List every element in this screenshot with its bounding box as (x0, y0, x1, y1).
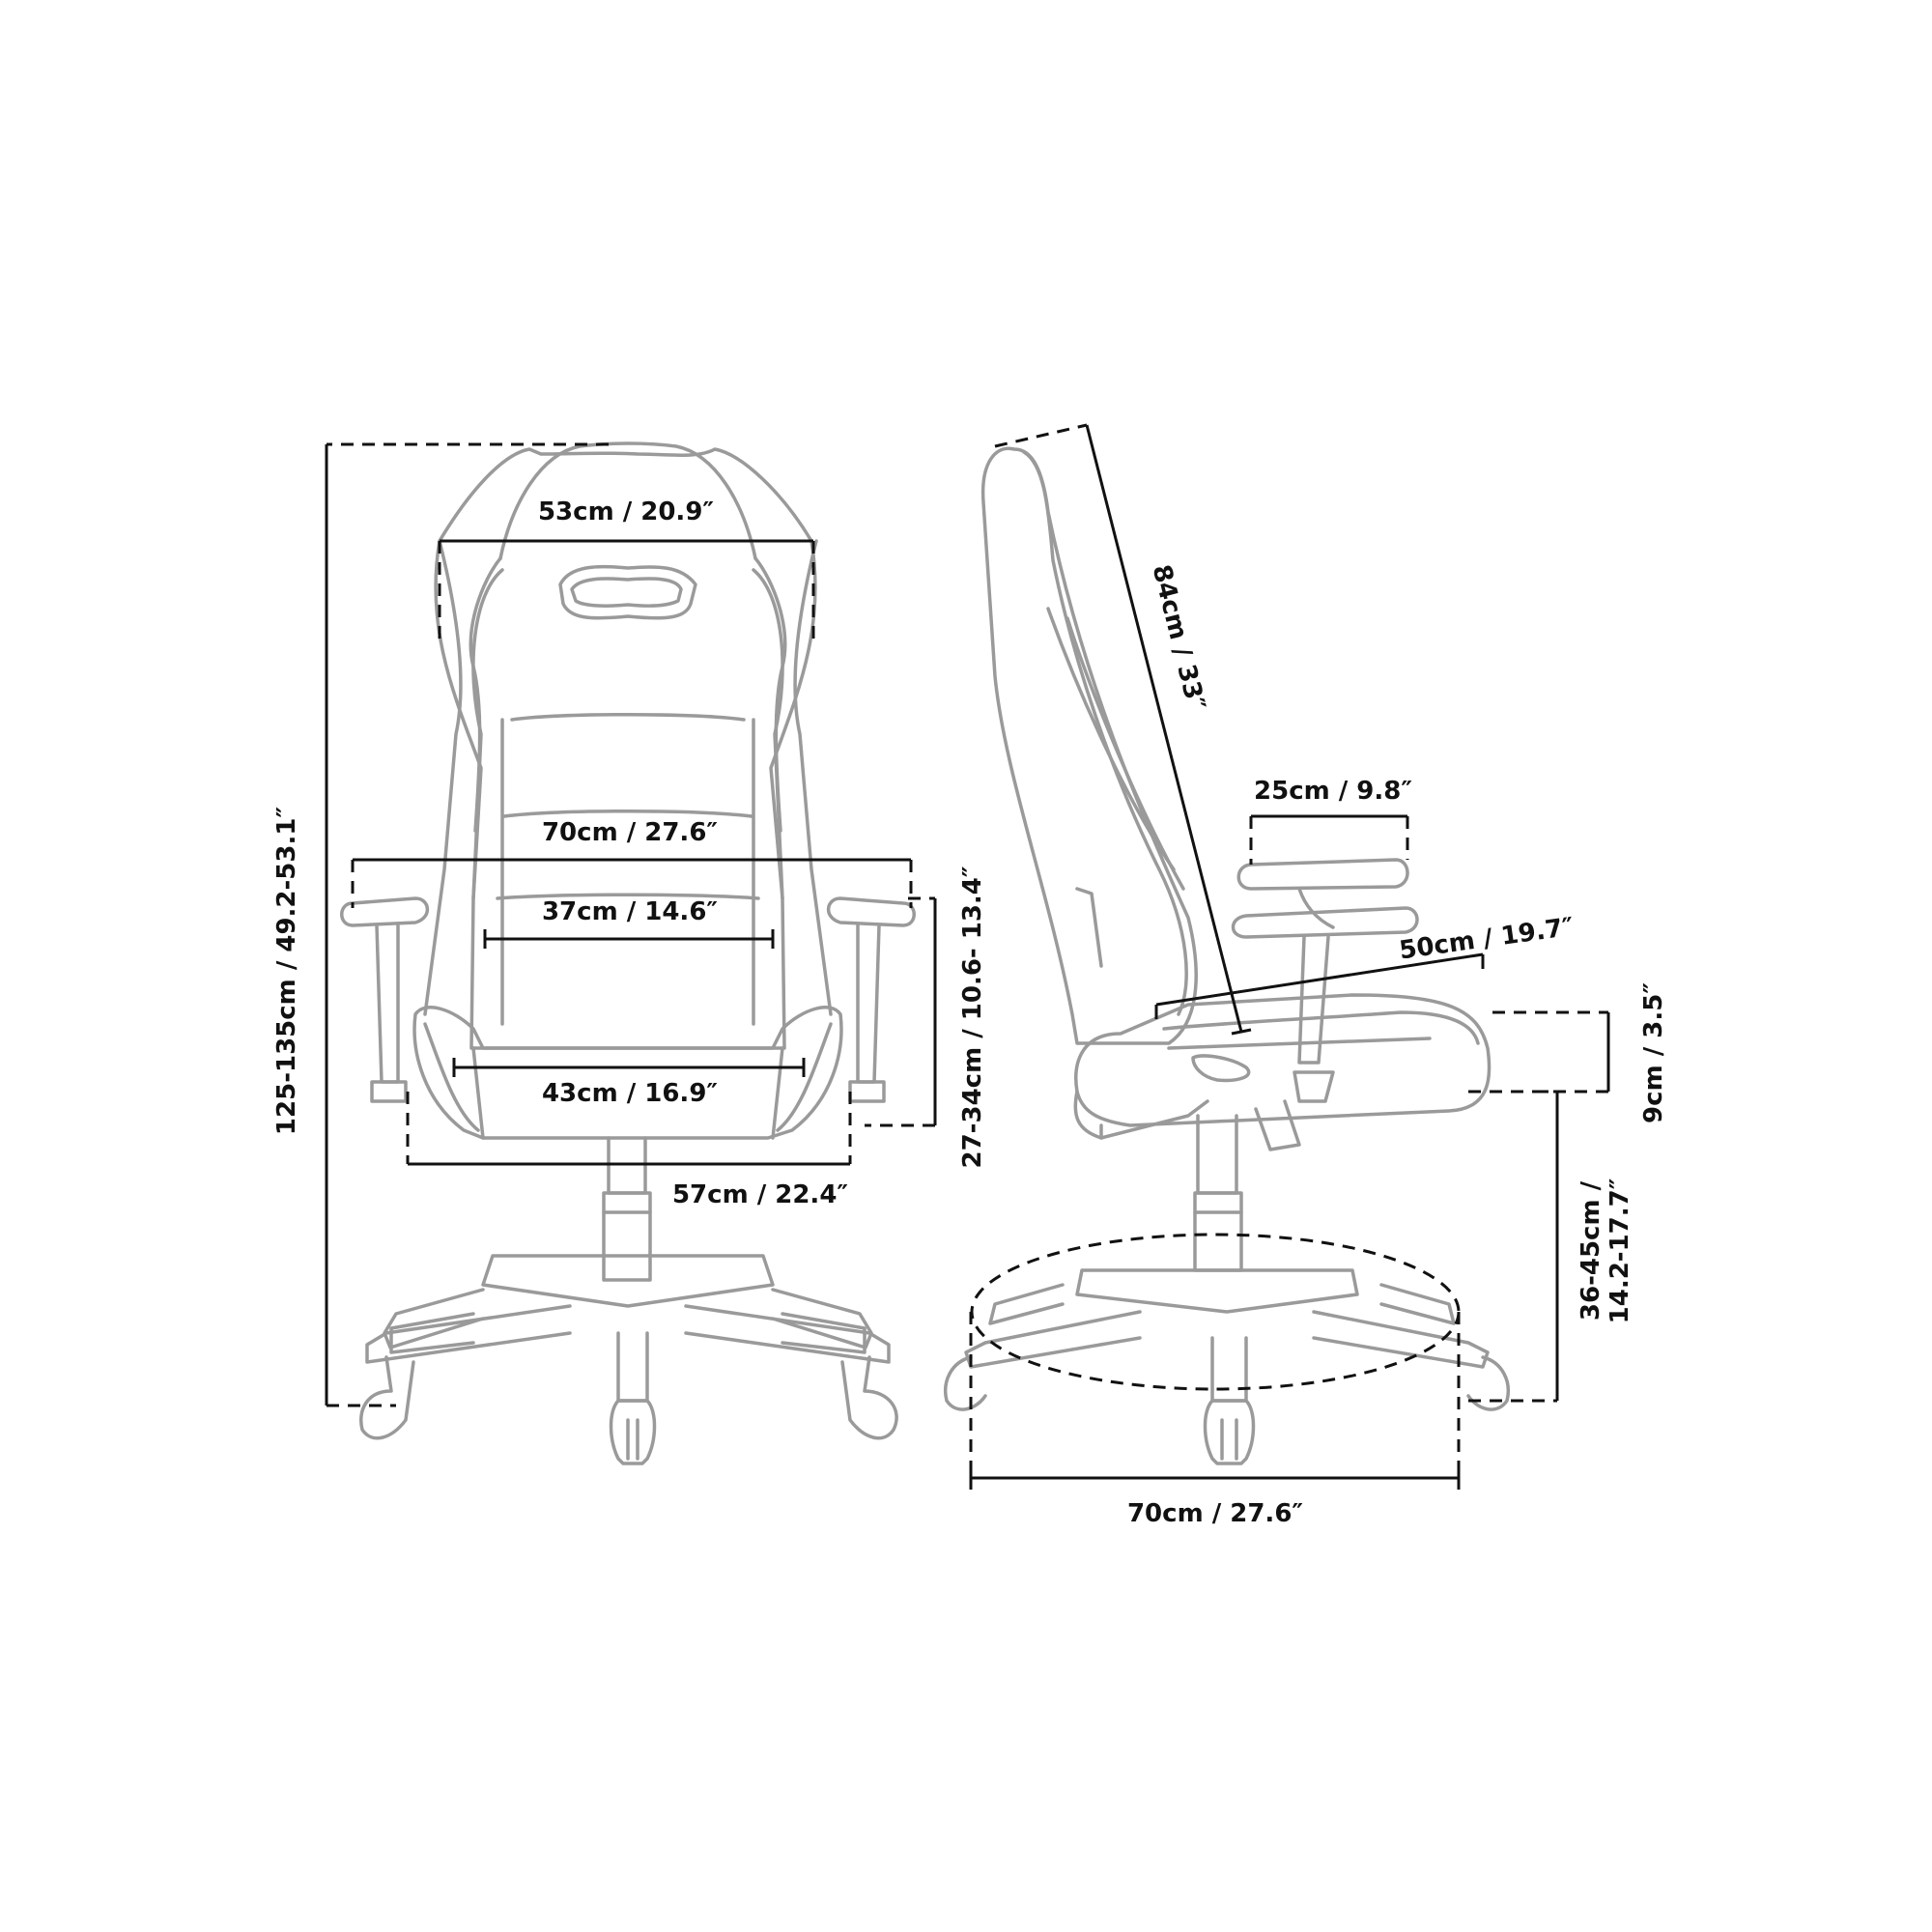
side-seat-height-label-line2: 14.2-17.7″ (1605, 1179, 1634, 1324)
side-base-diameter-dimension (969, 1233, 1461, 1490)
front-backrest-width-dimension (438, 539, 815, 647)
front-lumbar-width-dimension (483, 929, 775, 949)
front-armrest-span-label: 70cm / 27.6″ (542, 818, 718, 847)
front-chair-outline (340, 441, 916, 1465)
side-seat-height-dimension (1468, 1090, 1559, 1403)
front-lumbar-width-label: 37cm / 14.6″ (542, 897, 718, 926)
front-armrest-height-dimension (865, 896, 937, 1127)
front-overall-height-dimension (325, 442, 609, 1407)
side-backrest-height-dimension (994, 423, 1252, 1036)
front-armrest-span-dimension (351, 858, 913, 908)
front-outer-width-label: 57cm / 22.4″ (672, 1180, 848, 1209)
side-seat-depth-dimension (1154, 952, 1485, 1019)
front-armrest-height-label: 27-34cm / 10.6- 13.4″ (958, 866, 987, 1168)
side-seat-height-label-line1: 36-45cm / (1577, 1180, 1605, 1321)
front-outer-width-dimension (406, 1092, 852, 1166)
side-seat-thickness-label: 9cm / 3.5″ (1639, 982, 1668, 1123)
side-armrest-pad-dimension (1249, 814, 1409, 865)
side-armrest-pad-label: 25cm / 9.8″ (1254, 777, 1412, 806)
front-seat-width-label: 43cm / 16.9″ (542, 1079, 718, 1108)
side-seat-depth-label: 50cm / 19.7″ (1398, 913, 1576, 966)
front-seat-width-dimension (452, 1058, 806, 1077)
side-base-diameter-label: 70cm / 27.6″ (1127, 1499, 1303, 1528)
front-backrest-width-label: 53cm / 20.9″ (538, 497, 714, 526)
side-chair-outline (944, 446, 1510, 1465)
front-overall-height-label: 125-135cm / 49.2-53.1″ (272, 807, 301, 1135)
